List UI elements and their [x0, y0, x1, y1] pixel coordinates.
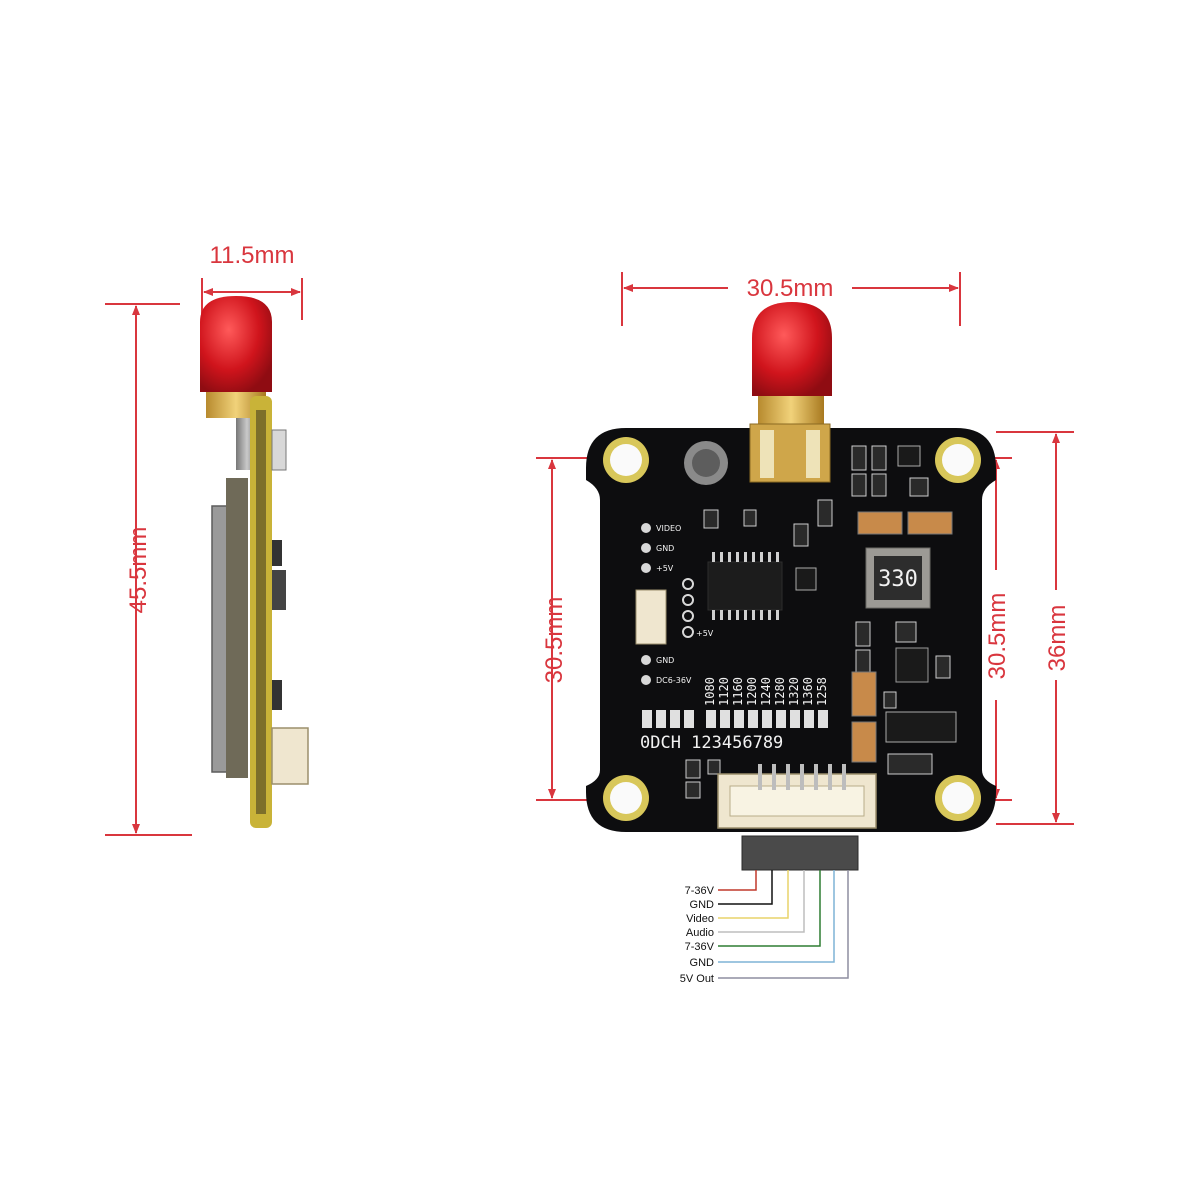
right-components	[851, 621, 957, 775]
wire-7	[718, 870, 849, 979]
freq-label-9: 1258	[815, 677, 829, 706]
cable-plug	[741, 835, 859, 871]
pad-gnd-label: GND	[656, 544, 674, 553]
pad-dc-label: DC6-36V	[656, 676, 692, 685]
wire-label-3: Video	[686, 913, 714, 925]
wire-label-4: Audio	[686, 927, 714, 939]
wire-6	[718, 870, 835, 963]
pad-5v-label: +5V	[656, 564, 674, 573]
height-label-bg	[1040, 590, 1072, 680]
side-antenna-cap	[200, 296, 272, 392]
freq-label-3: 1160	[731, 677, 745, 706]
freq-label-4: 1200	[745, 677, 759, 706]
wire-label-7: 5V Out	[680, 973, 714, 985]
freq-label-1: 1080	[703, 677, 717, 706]
bottom-left-components	[685, 759, 721, 799]
side-comp-3	[272, 570, 286, 610]
height-label: 36mm	[1044, 605, 1071, 672]
freq-label-6: 1280	[773, 677, 787, 706]
side-comp-1	[271, 429, 287, 471]
right-v-label: 30.5mm	[984, 593, 1011, 680]
right-v-label-bg	[980, 570, 1014, 700]
freq-label-7: 1320	[787, 677, 801, 706]
bottom-connector	[717, 764, 877, 829]
side-pcb-core	[256, 410, 266, 814]
frequency-labels: 1080 1120 1160 1200 1240 1280 1320 1360 …	[703, 677, 829, 706]
side-width-label: 11.5mm	[210, 242, 295, 269]
top-view: 30.5mm 30.5mm 30.5mm 36mm	[536, 272, 1074, 985]
wire-5	[718, 870, 821, 947]
pad-5v-right-label: +5V	[696, 629, 714, 638]
inductor: 330	[865, 547, 931, 609]
freq-label-5: 1240	[759, 677, 773, 706]
wire-1	[718, 870, 757, 891]
wire-label-5: 7-36V	[685, 941, 715, 953]
mounting-holes	[603, 437, 981, 821]
wire-2	[718, 870, 773, 905]
wire-3	[718, 870, 789, 919]
pad-gnd2-label: GND	[656, 656, 674, 665]
side-connector	[271, 727, 309, 785]
left-v-label: 30.5mm	[541, 597, 568, 684]
through-holes	[682, 578, 694, 638]
left-pads: VIDEO GND +5V GND DC6-36V	[641, 523, 692, 685]
jst-connector	[635, 589, 667, 645]
wire-4	[718, 870, 805, 933]
side-comp-2	[272, 540, 282, 566]
wire-label-2: GND	[690, 899, 715, 911]
side-shield-edge	[226, 478, 248, 778]
freq-label-2: 1120	[717, 677, 731, 706]
channel-row-label: 0DCH 123456789	[640, 733, 783, 753]
wire-label-1: 7-36V	[685, 885, 715, 897]
side-height-label: 45.5mm	[125, 527, 152, 614]
inductor-marking: 330	[878, 567, 918, 592]
freq-label-8: 1360	[801, 677, 815, 706]
pad-video-label: VIDEO	[656, 524, 681, 533]
smd-components	[703, 445, 953, 591]
channel-leds	[642, 710, 828, 728]
top-width-label: 30.5mm	[747, 275, 834, 302]
main-ic	[707, 552, 783, 620]
side-comp-4	[272, 680, 282, 710]
sma-antenna	[749, 302, 832, 483]
wire-labels: 7-36V GND Video Audio 7-36V GND 5V Out	[680, 885, 715, 985]
wire-label-6: GND	[690, 957, 715, 969]
side-view: 11.5mm 45.5mm	[105, 242, 309, 836]
wire-harness	[718, 870, 849, 979]
microphone-mesh	[692, 449, 720, 477]
